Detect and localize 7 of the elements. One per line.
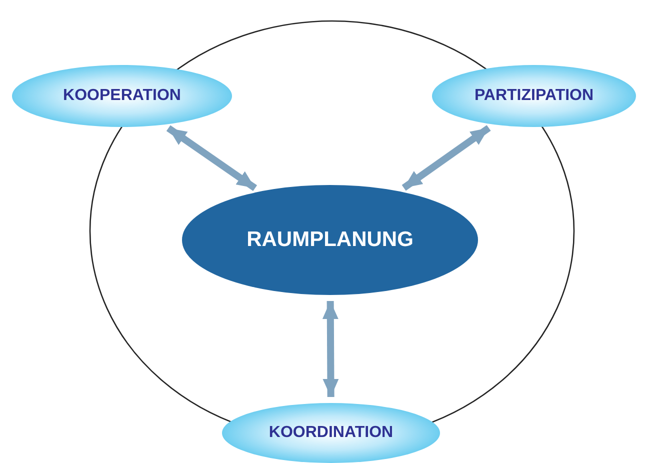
double-arrow: [166, 125, 258, 191]
node-label: KOORDINATION: [268, 424, 394, 442]
node-label: PARTIZIPATION: [474, 87, 594, 105]
node-label: KOOPERATION: [63, 87, 181, 105]
double-arrow: [322, 300, 339, 398]
node-label: RAUMPLANUNG: [246, 228, 414, 252]
double-arrow: [402, 125, 491, 191]
